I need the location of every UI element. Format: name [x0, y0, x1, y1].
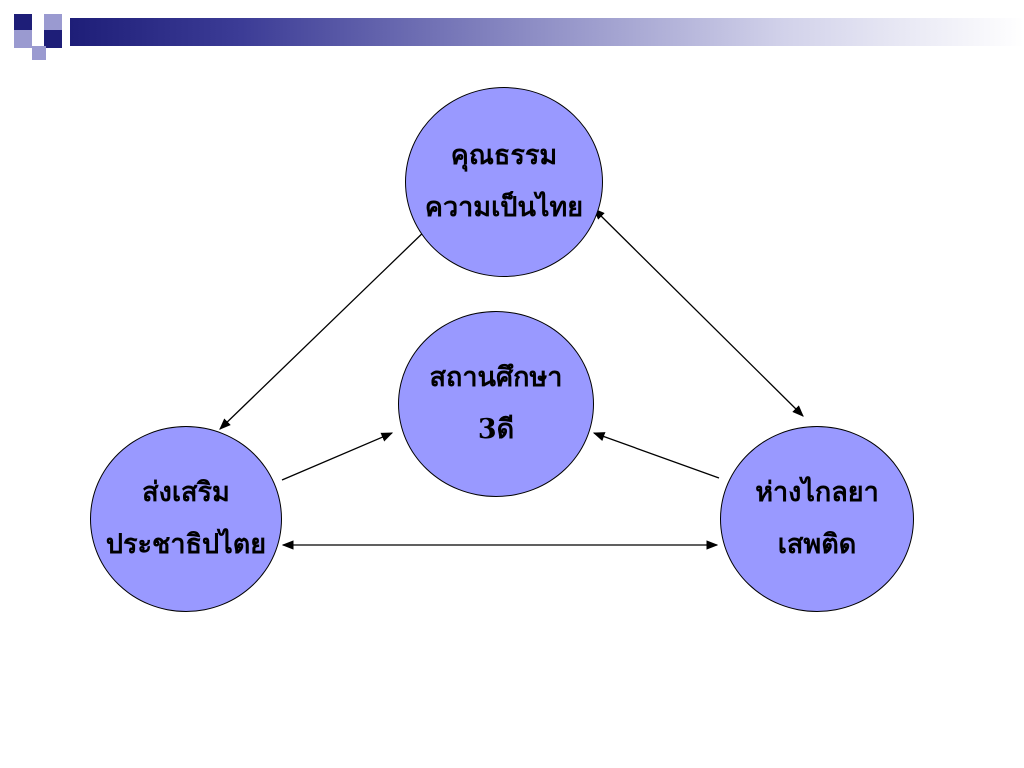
corner-square-light	[32, 46, 46, 60]
node-democracy: ส่งเสริม ประชาธิปไตย	[90, 426, 282, 612]
header-gradient-bar	[70, 18, 1024, 46]
node-label-line: ส่งเสริม	[142, 477, 230, 508]
corner-square-dark	[44, 30, 62, 48]
corner-square-light	[44, 14, 62, 32]
node-label-line: สถานศึกษา	[429, 362, 563, 393]
node-school-3d: สถานศึกษา 3ดี	[398, 311, 594, 497]
connector-top-left	[219, 225, 431, 430]
node-label-line: 3ดี	[477, 414, 515, 445]
node-label-line: คุณธรรม	[450, 140, 558, 171]
node-label-line: เสพติด	[777, 529, 857, 560]
node-virtue-thainess: คุณธรรม ความเป็นไทย	[405, 87, 603, 277]
node-label-line: ประชาธิปไตย	[105, 529, 267, 560]
connector-top-right	[593, 208, 804, 417]
node-label-line: ห่างไกลยา	[755, 477, 879, 508]
node-label-line: ความเป็นไทย	[424, 192, 584, 223]
connector-left-center	[281, 432, 394, 481]
node-drug-free: ห่างไกลยา เสพติด	[720, 426, 914, 612]
corner-square-light	[14, 30, 32, 48]
connector-right-center	[592, 432, 720, 479]
corner-square-dark	[14, 14, 32, 32]
